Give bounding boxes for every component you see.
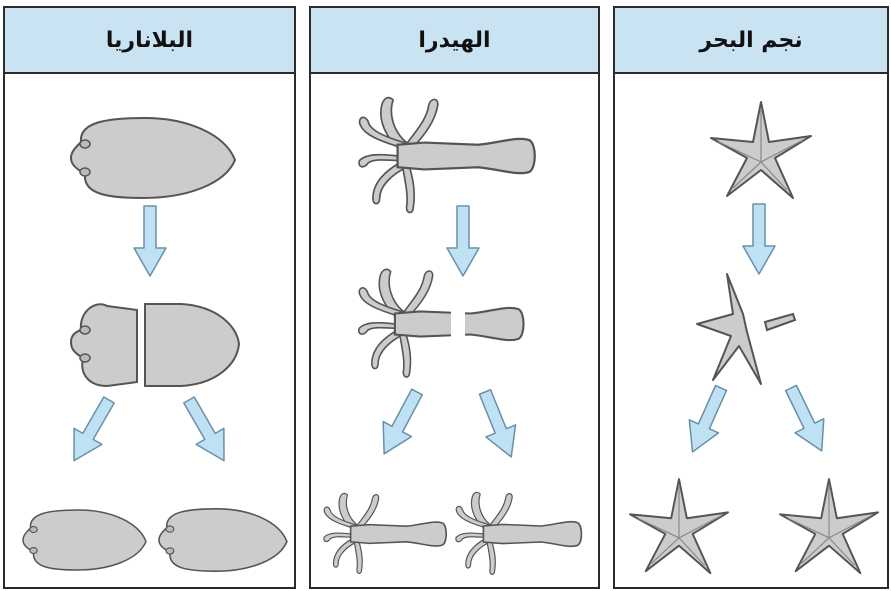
panel-planaria: البلاناريا [3,6,296,589]
hydra-whole [359,98,535,213]
panel-header: نجم البحر [615,8,887,74]
hydra-cut [359,269,524,377]
planaria-cut [71,304,239,386]
starfish-diagram [615,74,887,587]
down-left-arrow-icon [678,381,736,458]
down-arrow-icon [743,204,775,274]
panel-header: البلاناريا [5,8,294,74]
panel-title: نجم البحر [699,28,802,53]
planaria-whole [71,118,235,198]
hydra-new-left [324,493,446,573]
panel-hydra: الهيدرا [309,6,600,589]
panel-title: الهيدرا [418,28,490,53]
starfish-cut [697,274,795,384]
panel-header: الهيدرا [311,8,598,74]
hydra-new-right [456,492,582,574]
down-right-arrow-icon [175,392,238,469]
down-arrow-icon [134,206,166,276]
starfish-whole [711,102,811,198]
panel-title: البلاناريا [106,28,193,53]
hydra-diagram [311,74,598,587]
planaria-new-left [23,510,146,570]
down-left-arrow-icon [370,384,431,461]
starfish-new-left [630,479,728,573]
planaria-diagram [5,74,294,587]
down-right-arrow-icon [777,381,836,458]
planaria-new-right [159,509,287,571]
starfish-new-right [780,479,878,573]
down-left-arrow-icon [60,392,123,469]
panel-starfish: نجم البحر [613,6,889,589]
down-arrow-icon [447,206,479,276]
down-right-arrow-icon [470,386,526,463]
